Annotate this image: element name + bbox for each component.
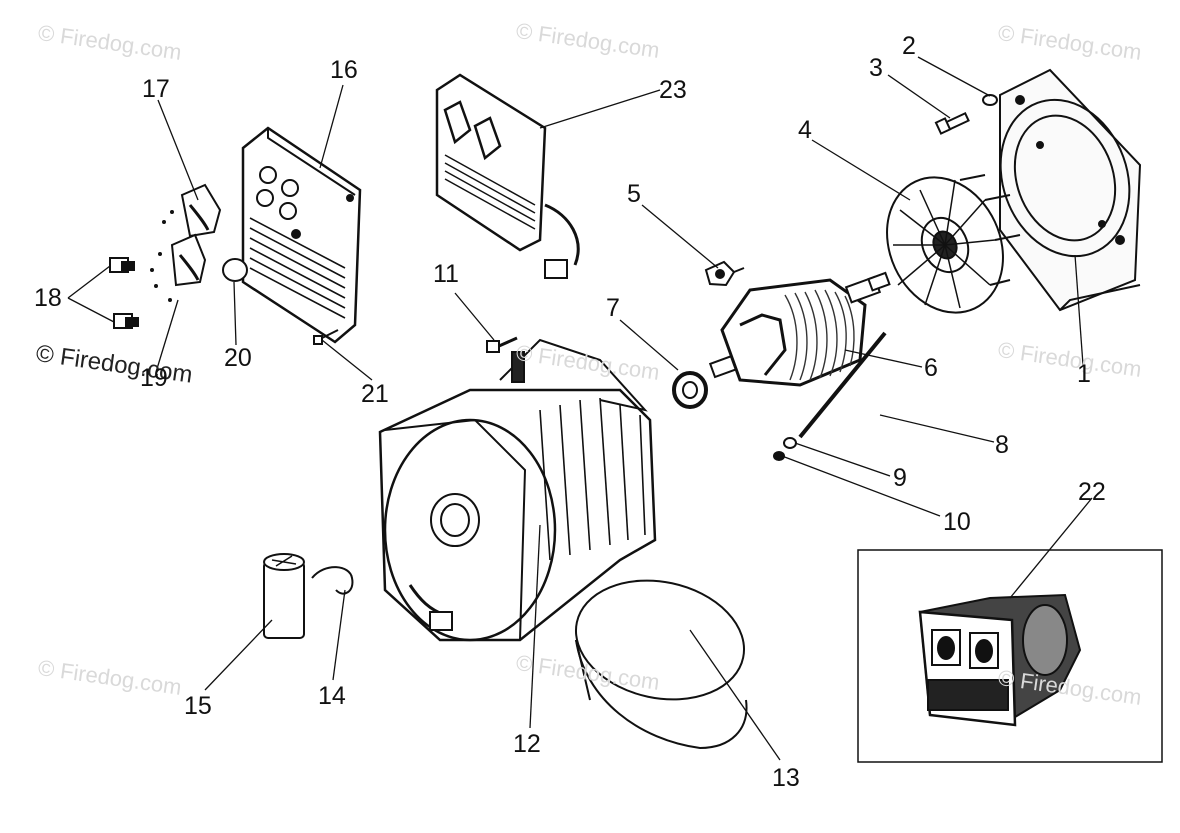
clip-5	[704, 260, 745, 287]
callout-14: 14	[318, 682, 346, 710]
callout-13: 13	[772, 764, 800, 792]
rotor-armature	[708, 271, 891, 387]
callout-4: 4	[798, 116, 812, 144]
washer-9	[783, 437, 797, 449]
callout-20: 20	[224, 344, 252, 372]
bolt-3	[934, 111, 970, 135]
callout-10: 10	[943, 508, 971, 536]
callout-11: 11	[433, 260, 459, 288]
callout-19: 19	[140, 364, 168, 392]
screw-11	[486, 336, 518, 353]
callout-18: 18	[34, 284, 62, 312]
callout-12: 12	[513, 730, 541, 758]
panel-plate	[241, 126, 362, 344]
clamp	[311, 566, 354, 595]
callout-23: 23	[659, 76, 687, 104]
callout-6: 6	[924, 354, 938, 382]
bearing	[672, 371, 708, 409]
stator-housing	[378, 338, 657, 642]
callout-16: 16	[330, 56, 358, 84]
callout-9: 9	[893, 464, 907, 492]
end-bell-plate	[999, 68, 1142, 312]
through-bolt	[798, 331, 887, 439]
callout-2: 2	[902, 32, 916, 60]
callout-1: 1	[1077, 360, 1091, 388]
switch-18	[109, 257, 139, 329]
band	[574, 579, 748, 750]
cooling-fan	[886, 174, 1021, 314]
panel-assembly-23	[435, 73, 580, 279]
callout-5: 5	[627, 180, 641, 208]
callout-17: 17	[142, 75, 170, 103]
callout-3: 3	[869, 54, 883, 82]
washer-2	[982, 94, 998, 106]
callout-8: 8	[995, 431, 1009, 459]
leader-lines	[67, 56, 1093, 761]
screws-19	[150, 210, 174, 302]
knob	[222, 258, 248, 282]
callout-22: 22	[1078, 478, 1106, 506]
assembled-generator	[918, 593, 1082, 727]
nut-10	[773, 451, 785, 461]
outlet-17	[170, 183, 222, 287]
callout-15: 15	[184, 692, 212, 720]
callout-7: 7	[606, 294, 620, 322]
callout-21: 21	[361, 380, 389, 408]
capacitor	[263, 553, 305, 639]
